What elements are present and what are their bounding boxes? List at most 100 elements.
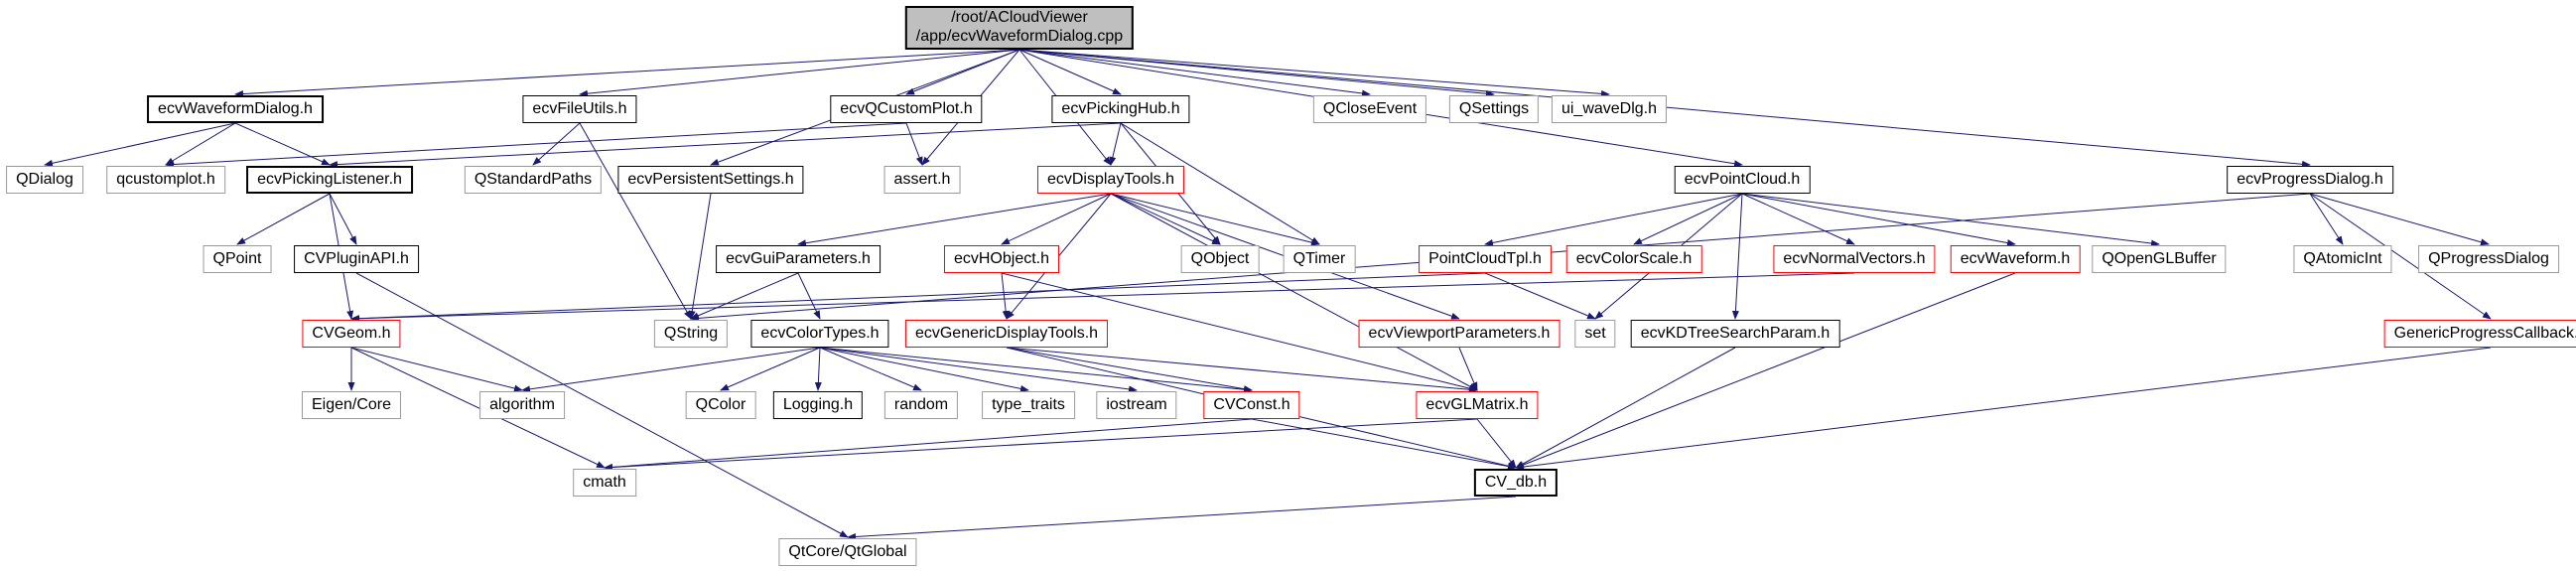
graph-node-CVConst_h[interactable]: CVConst.h <box>1203 391 1300 419</box>
include-edge-ecvWaveformDialog_h--QDialog <box>44 122 236 167</box>
graph-node-ecvPointCloud_h[interactable]: ecvPointCloud.h <box>1674 166 1811 194</box>
include-edge-ecvPointCloud_h--PointCloudTpl_h <box>1484 193 1743 246</box>
include-edge-ecvPointCloud_h--ecvKDTreeSearchParam_h <box>1731 193 1743 320</box>
graph-node-ecvQCustomPlot_h[interactable]: ecvQCustomPlot.h <box>830 95 983 123</box>
graph-node-QtCore_QtGlobal: QtCore/QtGlobal <box>778 538 917 566</box>
graph-node-PointCloudTpl_h[interactable]: PointCloudTpl.h <box>1419 245 1552 273</box>
include-edge-root--ecvWaveformDialog_h <box>234 49 1020 98</box>
include-edge-ecvKDTreeSearchParam_h--CV_db_h <box>1515 347 1736 469</box>
include-edge-ecvViewportParameters_h--ecvGLMatrix_h <box>1458 347 1478 391</box>
include-edge-ecvColorTypes_h--algorithm <box>521 347 821 393</box>
include-edge-ecvDisplayTools_h--ecvGLMatrix_h <box>1110 193 1478 391</box>
graph-node-ecvWaveform_h[interactable]: ecvWaveform.h <box>1950 245 2081 273</box>
include-edge-ecvHObject_h--ecvGenericDisplayTools_h <box>1001 272 1010 320</box>
graph-node-ecvNormalVectors_h[interactable]: ecvNormalVectors.h <box>1773 245 1936 273</box>
graph-node-CV_db_h[interactable]: CV_db.h <box>1473 469 1559 497</box>
graph-node-assert_h: assert.h <box>883 166 961 194</box>
include-edge-ecvProgressDialog_h--QAtomicInt <box>2309 193 2344 245</box>
graph-node-type_traits: type_traits <box>982 391 1075 419</box>
include-edge-ecvColorTypes_h--CVConst_h <box>819 347 1253 393</box>
include-edge-CVGeom_h--cmath <box>350 347 606 469</box>
graph-node-ui_waveDlg_h: ui_waveDlg.h <box>1551 95 1668 123</box>
graph-node-QObject: QObject <box>1180 245 1260 273</box>
include-edge-ecvGLMatrix_h--CV_db_h <box>1476 418 1517 469</box>
include-edge-ecvDisplayTools_h--ecvGuiParameters_h <box>797 193 1112 247</box>
graph-node-algorithm: algorithm <box>479 391 565 419</box>
graph-node-CVGeom_h[interactable]: CVGeom.h <box>302 320 401 348</box>
include-edge-ecvColorTypes_h--Logging_h <box>814 347 822 391</box>
graph-node-ecvGLMatrix_h[interactable]: ecvGLMatrix.h <box>1416 391 1539 419</box>
include-edge-root--ecvPickingHub_h <box>1018 49 1122 95</box>
include-edge-ecvPointCloud_h--ecvColorScale_h <box>1633 193 1743 245</box>
graph-node-ecvPickingListener_h[interactable]: ecvPickingListener.h <box>246 166 413 194</box>
include-edge-ecvGenericDisplayTools_h--ecvGLMatrix_h <box>1006 347 1478 393</box>
include-edge-ecvPickingListener_h--QPoint <box>236 193 331 245</box>
include-edge-CV_db_h--QtCore_QtGlobal <box>847 496 1517 541</box>
graph-node-iostream: iostream <box>1096 391 1177 419</box>
include-edge-CVConst_h--CV_db_h <box>1251 418 1517 470</box>
graph-node-QStandardPaths: QStandardPaths <box>464 166 603 194</box>
graph-node-ecvDisplayTools_h[interactable]: ecvDisplayTools.h <box>1036 166 1185 194</box>
include-edge-ecvFileUtils_h--QString <box>579 122 692 320</box>
graph-node-Logging_h[interactable]: Logging.h <box>772 391 864 419</box>
include-edge-ecvHObject_h--ecvGLMatrix_h <box>1001 272 1478 392</box>
include-edge-ecvPickingListener_h--CVPluginAPI_h <box>329 193 357 245</box>
graph-node-ecvGuiParameters_h[interactable]: ecvGuiParameters.h <box>716 245 881 273</box>
include-edge-ecvPointCloud_h--ecvNormalVectors_h <box>1741 193 1855 245</box>
include-edge-root--QCloseEvent <box>1018 49 1371 97</box>
include-edge-ecvDisplayTools_h--QTimer <box>1110 193 1320 246</box>
graph-node-ecvPersistentSettings_h[interactable]: ecvPersistentSettings.h <box>617 166 804 194</box>
graph-node-QString: QString <box>653 320 729 348</box>
include-edge-ecvGLMatrix_h--cmath <box>604 418 1478 472</box>
include-edge-ecvWaveformDialog_h--ecvPickingListener_h <box>234 122 331 166</box>
include-edge-ecvGuiParameters_h--ecvColorTypes_h <box>797 272 821 320</box>
graph-node-ecvPickingHub_h[interactable]: ecvPickingHub.h <box>1051 95 1190 123</box>
graph-node-QTimer: QTimer <box>1283 245 1356 273</box>
graph-node-ecvKDTreeSearchParam_h[interactable]: ecvKDTreeSearchParam.h <box>1630 320 1840 348</box>
include-edge-CVGeom_h--algorithm <box>350 347 523 392</box>
graph-node-qcustomplot_h: qcustomplot.h <box>106 166 225 194</box>
graph-node-ecvViewportParameters_h[interactable]: ecvViewportParameters.h <box>1358 320 1560 348</box>
include-edge-ecvGuiParameters_h--QString <box>690 272 799 320</box>
graph-node-random: random <box>883 391 959 419</box>
graph-node-QPoint: QPoint <box>203 245 272 273</box>
include-edge-CVPluginAPI_h--QtCore_QtGlobal <box>355 272 849 538</box>
graph-node-GenericProgressCallback_h[interactable]: GenericProgressCallback.h <box>2383 320 2576 348</box>
include-edge-ecvProgressDialog_h--GenericProgressCallback_h <box>2309 193 2492 320</box>
include-edge-PointCloudTpl_h--CVGeom_h <box>350 272 1486 323</box>
include-edge-ecvPickingHub_h--ecvPickingListener_h <box>329 122 1122 169</box>
include-edge-ecvProgressDialog_h--QProgressDialog <box>2309 193 2490 246</box>
include-edge-ecvColorTypes_h--QColor <box>720 347 821 391</box>
graph-node-cmath: cmath <box>573 469 636 497</box>
include-edge-ecvPersistentSettings_h--QString <box>688 193 712 320</box>
graph-node-QDialog: QDialog <box>6 166 83 194</box>
graph-node-ecvColorTypes_h[interactable]: ecvColorTypes.h <box>750 320 889 348</box>
include-edge-ecvWaveformDialog_h--qcustomplot_h <box>165 122 236 166</box>
include-edge-ecvColorTypes_h--type_traits <box>819 347 1029 392</box>
include-edge-ecvNormalVectors_h--CVGeom_h <box>350 272 1855 323</box>
include-edge-ecvPointCloud_h--QOpenGLBuffer <box>1741 193 2160 247</box>
include-edge-ecvColorTypes_h--iostream <box>819 347 1138 393</box>
graph-node-ecvGenericDisplayTools_h[interactable]: ecvGenericDisplayTools.h <box>904 320 1109 348</box>
include-edge-ecvPickingHub_h--QTimer <box>1120 122 1320 245</box>
graph-node-QProgressDialog: QProgressDialog <box>2418 245 2559 273</box>
graph-node-ecvProgressDialog_h[interactable]: ecvProgressDialog.h <box>2227 166 2393 194</box>
graph-node-Eigen_Core: Eigen/Core <box>301 391 402 419</box>
graph-node-ecvHObject_h[interactable]: ecvHObject.h <box>943 245 1060 273</box>
include-edge-GenericProgressCallback_h--CV_db_h <box>1515 347 2492 471</box>
include-edge-ecvGenericDisplayTools_h--CVConst_h <box>1006 347 1253 393</box>
include-edge-root--ecvFileUtils_h <box>579 49 1020 97</box>
graph-node-ecvColorScale_h[interactable]: ecvColorScale.h <box>1565 245 1702 273</box>
include-edge-ecvPickingHub_h--ecvDisplayTools_h <box>1109 122 1122 166</box>
graph-node-ecvFileUtils_h[interactable]: ecvFileUtils.h <box>522 95 637 123</box>
graph-node-set: set <box>1574 320 1616 348</box>
include-edge-CVConst_h--cmath <box>604 418 1253 471</box>
graph-node-CVPluginAPI_h[interactable]: CVPluginAPI.h <box>294 245 419 273</box>
graph-node-ecvWaveformDialog_h[interactable]: ecvWaveformDialog.h <box>147 95 324 123</box>
include-edge-ecvWaveform_h--CV_db_h <box>1515 272 2016 469</box>
include-edge-ecvDisplayTools_h--ecvHObject_h <box>1001 193 1112 245</box>
include-edge-ecvFileUtils_h--QStandardPaths <box>532 122 581 166</box>
include-edge-ecvDisplayTools_h--QObject <box>1110 193 1221 245</box>
